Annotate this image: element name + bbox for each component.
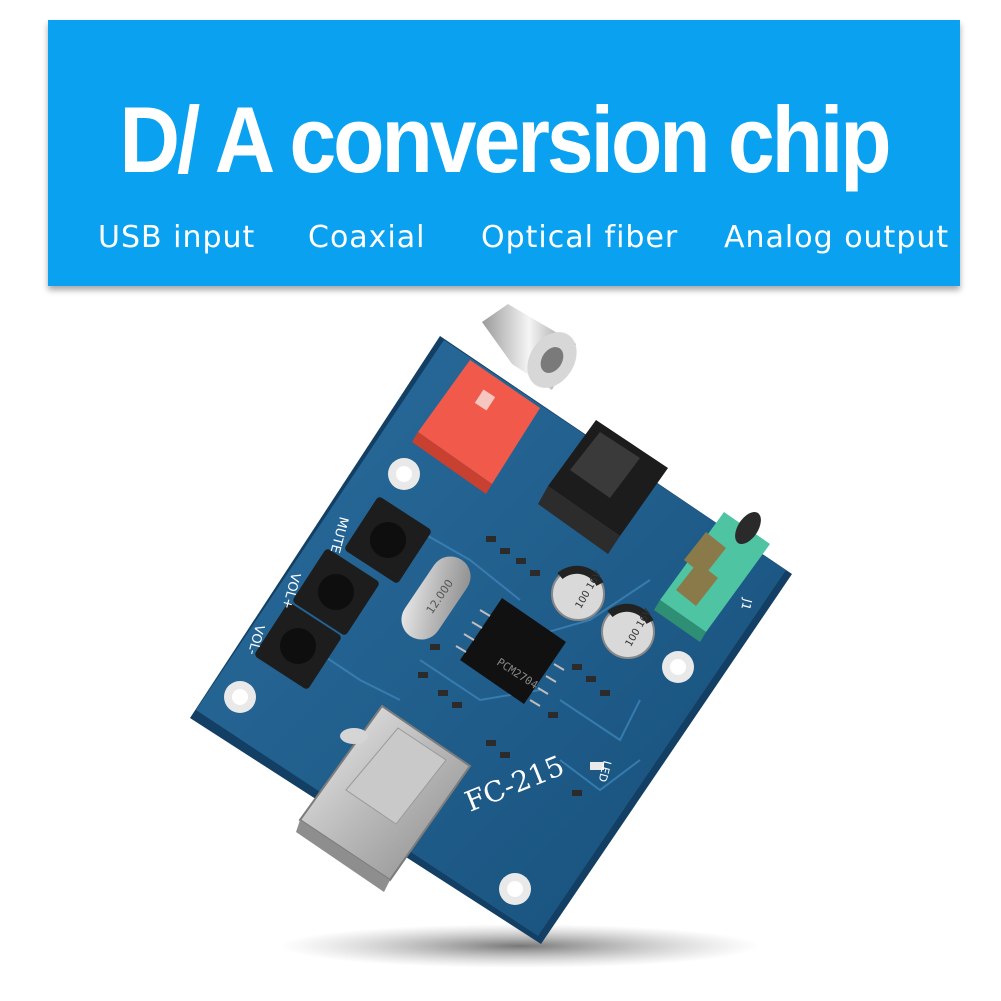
feature-analog-output: Analog output (724, 220, 950, 255)
mounting-hole (662, 651, 694, 683)
board-shadow (280, 924, 760, 968)
capacitor: 100 16V (601, 603, 655, 659)
push-button-icon (293, 549, 379, 635)
title-banner: D/ A conversion chip USB input Coaxial O… (48, 20, 960, 286)
crystal-oscillator: 12.000 (401, 556, 471, 640)
rca-jack-icon (412, 304, 577, 494)
banner-title: D/ A conversion chip (119, 87, 891, 193)
smd-components (418, 536, 610, 796)
pcm-chip: PCM2704 (455, 598, 566, 707)
push-button-icon (255, 603, 341, 689)
jack-label: J1 (738, 596, 755, 611)
product-photo: MUTE VOL+ VOL- 12.000 PCM2704 100 16V 10… (190, 304, 792, 968)
mounting-hole (224, 681, 256, 713)
toslink-port-icon (538, 420, 668, 554)
feature-optical-fiber: Optical fiber (481, 220, 679, 255)
push-button-icon (345, 497, 431, 583)
mounting-hole (499, 873, 531, 905)
led-label: LED (596, 759, 614, 783)
capacitor: 100 16V (551, 565, 605, 621)
usb-b-port-icon (296, 704, 472, 892)
mounting-hole (388, 458, 420, 490)
audio-jack-icon (654, 511, 770, 642)
feature-usb-input: USB input (98, 220, 256, 255)
feature-coaxial: Coaxial (308, 220, 426, 255)
